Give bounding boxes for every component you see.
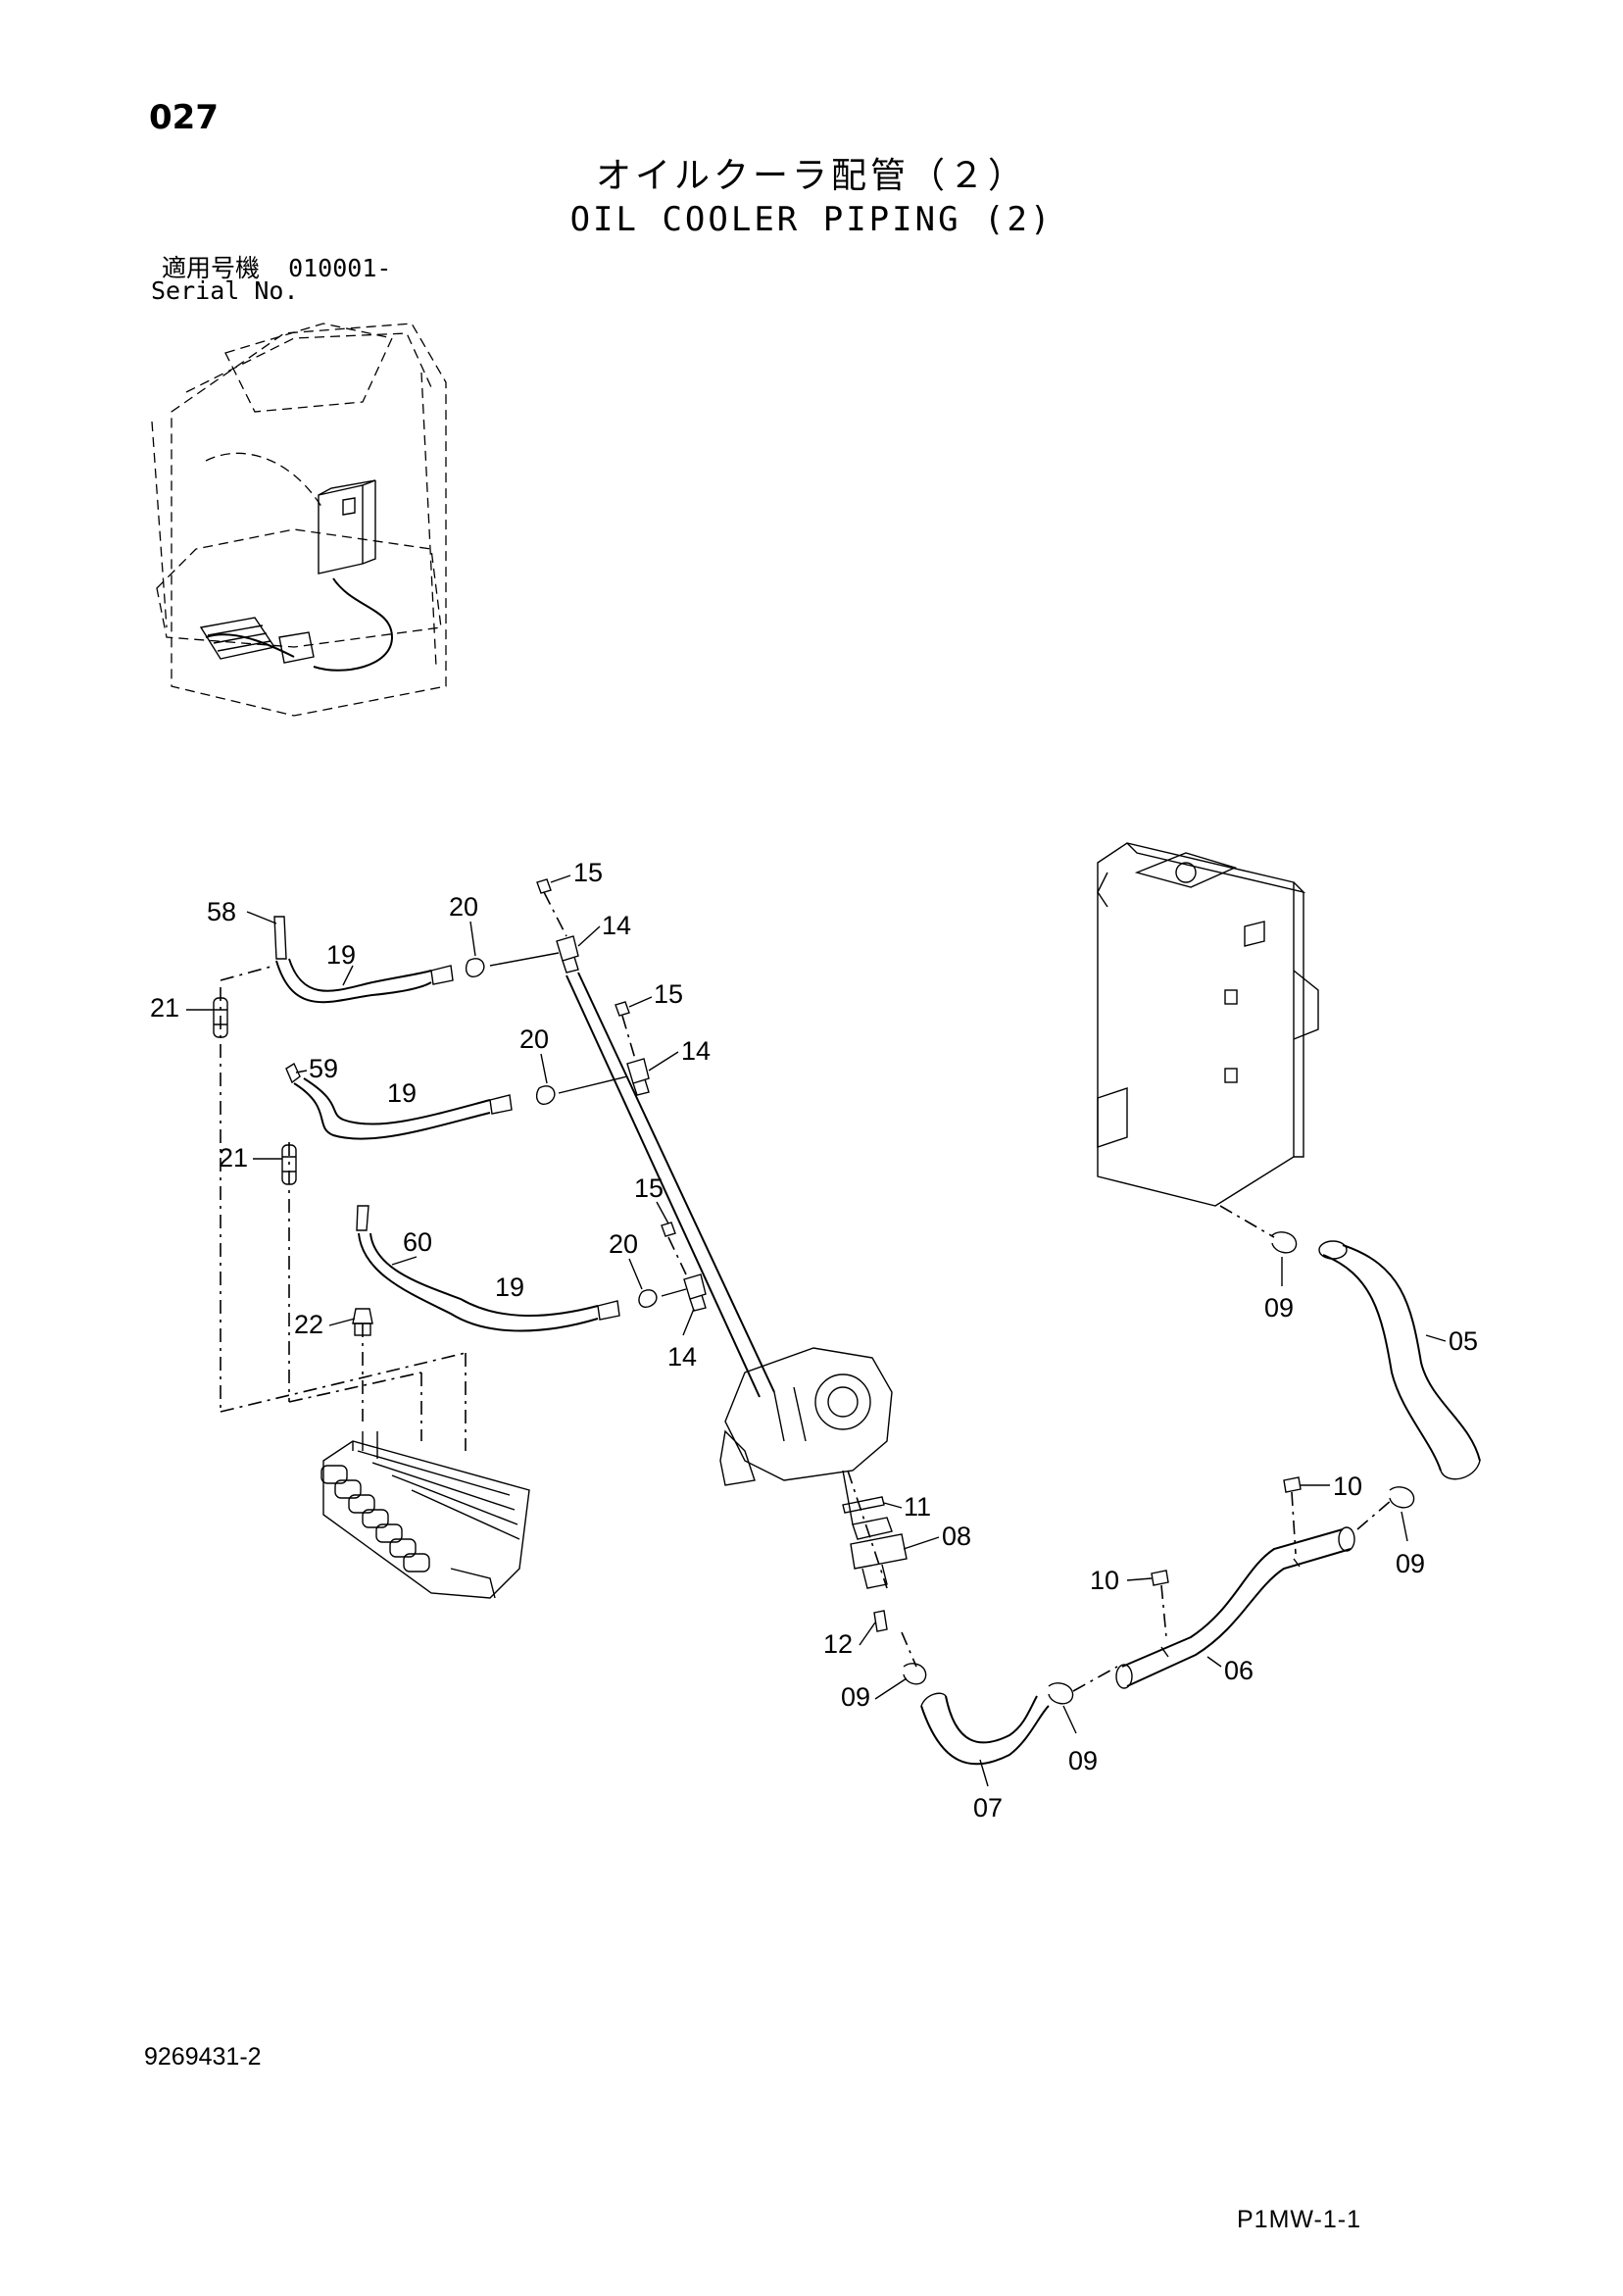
callout-21-upper: 21: [150, 993, 179, 1023]
valve-leader-lines: [220, 965, 467, 1451]
callout-07: 07: [973, 1793, 1003, 1822]
hose-19-middle: [285, 1062, 628, 1140]
callout-11: 11: [904, 1492, 931, 1522]
clamp-09-05top: [1219, 1205, 1298, 1254]
callout-09-pipe-end: 09: [1396, 1549, 1425, 1578]
oil-cooler-unit: [1097, 842, 1319, 1207]
callout-59: 59: [309, 1054, 338, 1083]
callout-15-upper: 15: [573, 858, 603, 887]
callout-labels: 58 19 20 15 14 21 15 14 20 59 19 21 15 2…: [150, 858, 1478, 1822]
main-return-pipe: [543, 891, 775, 1398]
bolt-12: [873, 1610, 888, 1632]
callout-22: 22: [294, 1310, 323, 1339]
serial-label-jp-text: 適用号機: [162, 254, 261, 282]
callout-15-lower: 15: [634, 1173, 664, 1203]
hose-07: [901, 1631, 1050, 1766]
callout-20-lower: 20: [609, 1229, 638, 1259]
clamp-09-05bottom: [1356, 1486, 1415, 1530]
callout-08: 08: [942, 1522, 971, 1551]
document-number: 9269431-2: [144, 2043, 262, 2071]
page-code: P1MW-1-1: [1237, 2206, 1362, 2233]
serial-value: 010001-: [288, 254, 392, 282]
callout-14-middle: 14: [681, 1036, 711, 1066]
hose-19-lower: [356, 1205, 687, 1332]
callout-06: 06: [1224, 1656, 1254, 1685]
callout-14-upper: 14: [602, 911, 631, 940]
page-number: 027: [149, 98, 219, 137]
callout-20-upper: 20: [449, 892, 478, 922]
serial-label: Serial No.: [151, 276, 299, 305]
plug-15-middle: [615, 1001, 630, 1017]
callout-09-cooler: 09: [1264, 1293, 1294, 1323]
plug-15-upper: [536, 878, 552, 894]
clamp-09-07top: [903, 1663, 927, 1685]
page-title-japanese: オイルクーラ配管（２）: [595, 156, 1027, 196]
callout-19-lower: 19: [495, 1273, 524, 1302]
plug-15-lower: [661, 1222, 676, 1237]
callout-12: 12: [823, 1629, 853, 1659]
bolt-10-left: [1151, 1570, 1169, 1638]
callout-10-left: 10: [1090, 1566, 1119, 1595]
callout-09-clamp: 09: [1068, 1746, 1098, 1775]
clamp-09-07bottom: [1048, 1682, 1074, 1705]
machine-overview-illustration: [151, 323, 447, 717]
hose-19-upper: [273, 916, 560, 1004]
pipe-06: [1072, 1526, 1355, 1692]
fitting-21-lower: [281, 1144, 297, 1185]
callout-19-upper: 19: [326, 940, 356, 970]
fitting-21-upper: [213, 997, 228, 1038]
bolt-11: [842, 1496, 885, 1514]
hose-05: [1318, 1240, 1481, 1480]
callout-leader-lines: [186, 874, 1447, 1787]
tee-fitting-14-upper: [556, 935, 579, 973]
control-valve-assembly: [320, 1431, 530, 1599]
callout-14-lower: 14: [667, 1342, 697, 1372]
callout-58: 58: [207, 897, 236, 926]
callout-21-lower: 21: [219, 1143, 248, 1173]
pump-assembly: [719, 1347, 893, 1589]
bolt-10-right: [1283, 1476, 1302, 1555]
callout-10-right: 10: [1333, 1472, 1362, 1501]
flange-08: [850, 1533, 908, 1589]
callout-05: 05: [1449, 1326, 1478, 1356]
serial-label-japanese: 適用号機 010001-: [162, 249, 391, 284]
tee-fitting-14-middle: [626, 1058, 650, 1096]
callout-09-hose07: 09: [841, 1682, 870, 1712]
tee-fitting-14-lower: [683, 1273, 707, 1312]
callout-20-middle: 20: [519, 1024, 549, 1054]
callout-60: 60: [403, 1227, 432, 1257]
callout-15-middle: 15: [654, 979, 683, 1009]
callout-19-middle: 19: [387, 1078, 417, 1108]
page-title: OIL COOLER PIPING (2): [569, 200, 1054, 239]
